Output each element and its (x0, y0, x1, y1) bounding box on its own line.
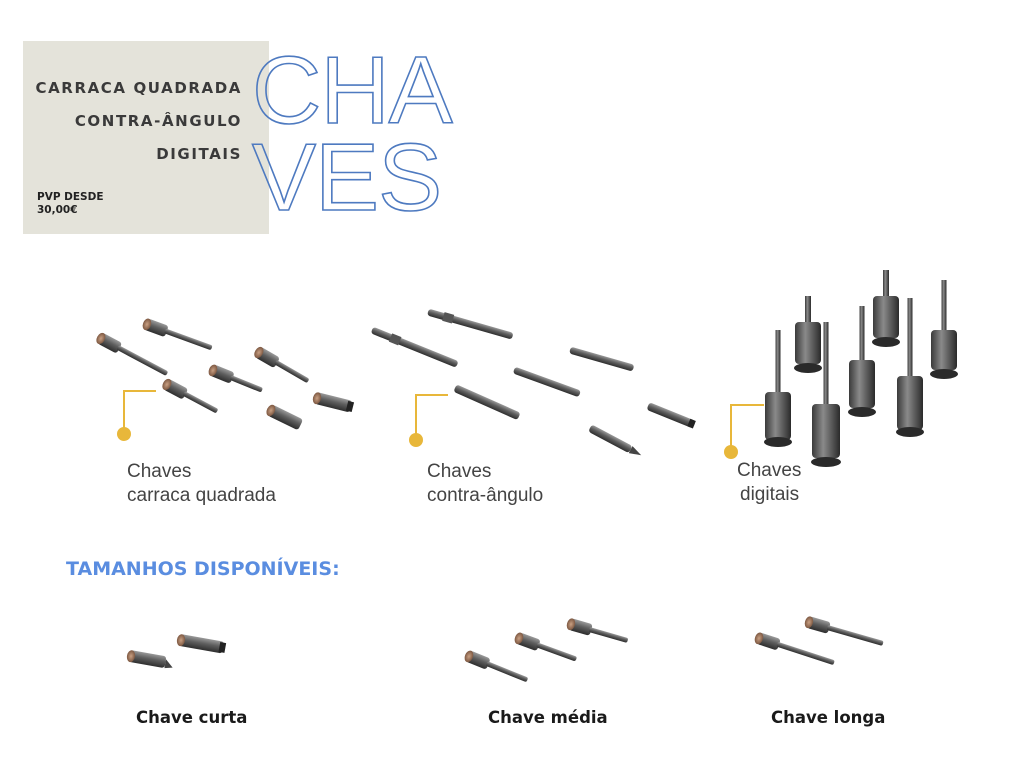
category-ratchet-line2: carraca quadrada (127, 485, 276, 506)
title-line-1: CHA (252, 37, 453, 144)
price-label: PVP DESDE (37, 191, 104, 203)
header-line-digital: DIGITAIS (156, 145, 242, 163)
category-label-ratchet: Chaves carraca quadrada (127, 460, 276, 508)
category-digital-line2: digitais (740, 484, 800, 505)
category-label-contra-angle: Chaves contra-ângulo (427, 460, 543, 508)
category-contra-angle-line1: Chaves (427, 461, 492, 482)
size-label-medium: Chave média (488, 708, 608, 727)
info-box: CARRACA QUADRADA CONTRA-ÂNGULO DIGITAIS … (23, 41, 269, 234)
price-value: 30,00€ (37, 204, 78, 216)
category-contra-angle-line2: contra-ângulo (427, 485, 544, 506)
long-key-image (754, 616, 884, 665)
header-line-ratchet: CARRACA QUADRADA (35, 79, 242, 97)
page-title: CHA VES (251, 36, 454, 232)
price-note: PVP DESDE 30,00€ (37, 191, 104, 217)
pointer-ratchet (117, 390, 156, 441)
ratchet-keys-image (96, 318, 355, 430)
category-digital-line1: Chaves (737, 460, 802, 481)
pointer-contra-angle (409, 394, 448, 447)
digital-keys-image (764, 270, 958, 467)
category-label-digital: Chaves digitais (737, 459, 801, 507)
contra-angle-keys-image (371, 309, 696, 456)
sizes-heading: TAMANHOS DISPONÍVEIS: (66, 558, 340, 580)
pointer-digital (724, 404, 764, 459)
medium-key-image (464, 618, 628, 682)
size-label-long: Chave longa (771, 708, 886, 727)
size-label-short: Chave curta (136, 708, 248, 727)
header-line-contra-angle: CONTRA-ÂNGULO (74, 112, 242, 130)
category-ratchet-line1: Chaves (127, 461, 192, 482)
title-line-2: VES (252, 124, 441, 231)
short-key-image (126, 634, 227, 669)
